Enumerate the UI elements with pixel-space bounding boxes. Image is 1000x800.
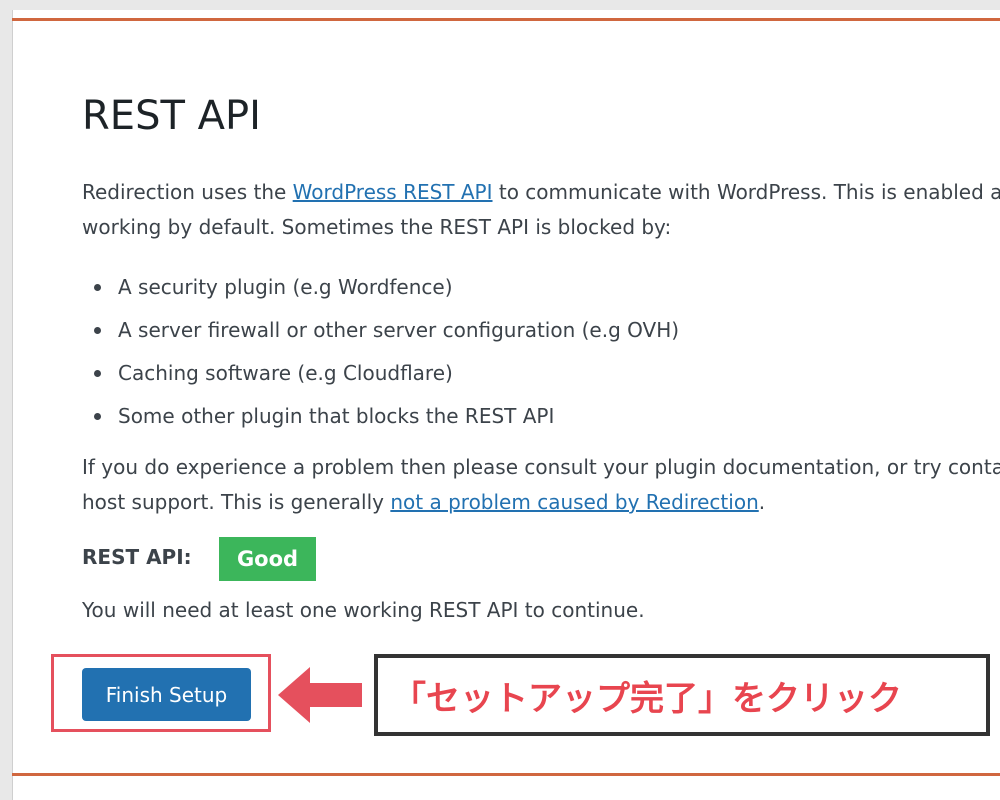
intro-text-after: to communicate with WordPress. This is e… [492,180,1000,204]
page-title: REST API [82,93,261,139]
problem-line-1: If you do experience a problem then plea… [82,455,1000,479]
blockers-list: A security plugin (e.g Wordfence) A serv… [82,266,679,438]
callout-box: 「セットアップ完了」をクリック [374,654,990,736]
wordpress-rest-api-link[interactable]: WordPress REST API [292,180,493,204]
list-item: Caching software (e.g Cloudflare) [82,352,679,395]
callout-text: 「セットアップ完了」をクリック [392,678,902,719]
bottom-accent-line [12,773,1000,776]
panel-content: REST API Redirection uses the WordPress … [82,0,1000,800]
list-item: A security plugin (e.g Wordfence) [82,266,679,309]
continue-note: You will need at least one working REST … [82,598,645,622]
intro-line-2: working by default. Sometimes the REST A… [82,215,672,239]
list-item: Some other plugin that blocks the REST A… [82,395,679,438]
intro-paragraph: Redirection uses the WordPress REST API … [82,175,1000,245]
list-item: A server firewall or other server config… [82,309,679,352]
problem-paragraph: If you do experience a problem then plea… [82,450,1000,520]
button-highlight-box [51,654,271,732]
finish-setup-button[interactable]: Finish Setup [82,668,251,721]
top-accent-line [12,18,1000,21]
not-a-problem-link[interactable]: not a problem caused by Redirection [390,490,759,514]
status-badge: Good [219,537,316,581]
problem-text-before: host support. This is generally [82,490,391,514]
left-arrow-icon [278,667,362,723]
rest-api-status-label: REST API: [82,545,192,569]
problem-text-after: . [758,490,766,514]
intro-text-before: Redirection uses the [82,180,293,204]
